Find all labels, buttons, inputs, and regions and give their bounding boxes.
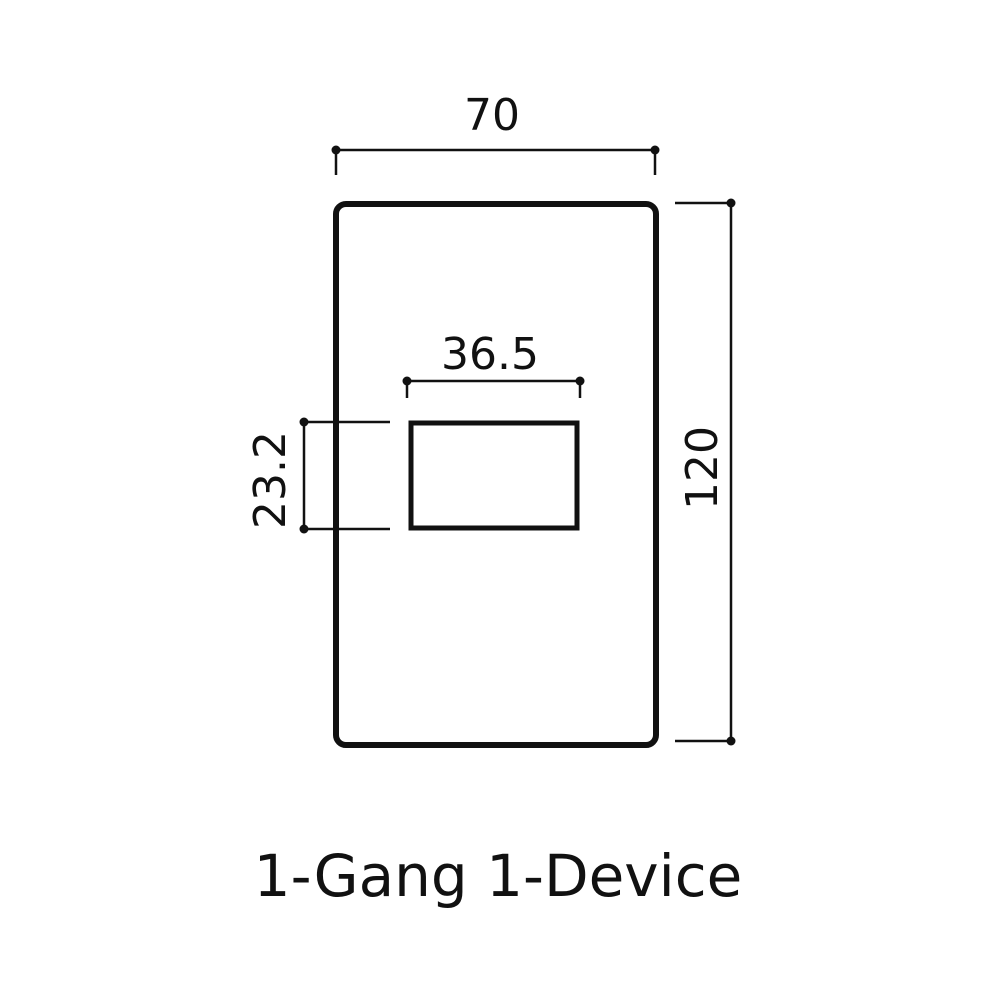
opening-height-label: 23.2: [245, 431, 296, 529]
plate-height-label: 120: [677, 426, 728, 510]
plate-width-dimension: 70: [331, 90, 660, 175]
device-opening: [408, 420, 580, 531]
opening-width-dimension: 36.5: [402, 329, 585, 398]
opening-height-dimension: 23.2: [245, 417, 390, 534]
plate-width-label: 70: [464, 90, 520, 141]
plate-height-dimension: 120: [675, 198, 736, 746]
diagram-title: 1-Gang 1-Device: [254, 842, 743, 910]
opening-width-label: 36.5: [441, 329, 539, 380]
plate-outline: [333, 201, 659, 748]
